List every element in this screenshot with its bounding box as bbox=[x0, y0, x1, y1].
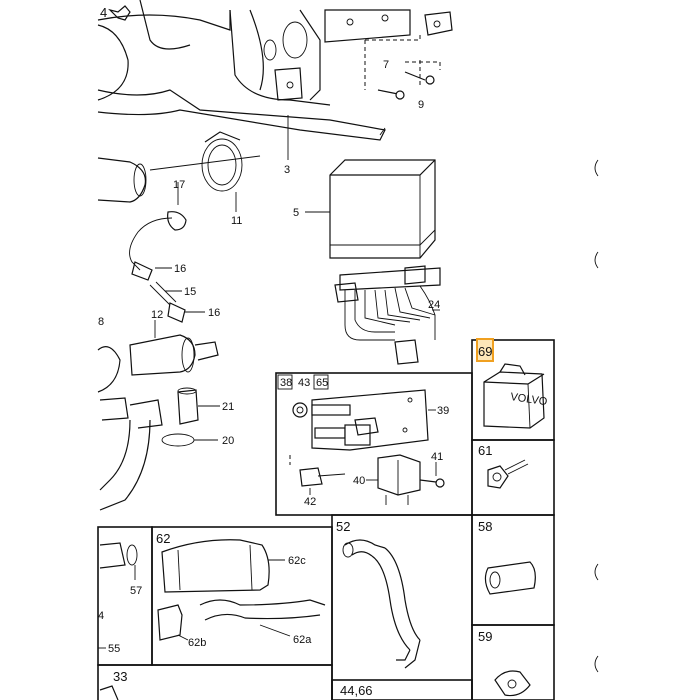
binding-mark bbox=[594, 563, 599, 581]
label-42: 42 bbox=[304, 496, 316, 508]
hose-52 bbox=[342, 539, 421, 669]
label-16a: 16 bbox=[174, 263, 186, 275]
box-59-frame bbox=[471, 624, 555, 700]
hose-and-clamp bbox=[99, 387, 220, 511]
highlight-69 bbox=[476, 338, 494, 362]
label-38: 38 bbox=[280, 377, 292, 389]
box-33-frame bbox=[97, 664, 333, 700]
screw-icon bbox=[108, 5, 131, 21]
fuel-pump-12 bbox=[97, 320, 219, 393]
label-9: 9 bbox=[418, 99, 424, 111]
volvo-print: VOLVO bbox=[510, 391, 549, 408]
highlight-69-bg bbox=[477, 339, 493, 361]
label-7: 7 bbox=[383, 59, 389, 71]
binding-mark bbox=[594, 655, 599, 673]
label-62a: 62a bbox=[293, 634, 312, 646]
cover-62c bbox=[161, 539, 285, 593]
label-15: 15 bbox=[184, 286, 196, 298]
nut-43 bbox=[292, 402, 308, 418]
pump-canister bbox=[97, 157, 147, 203]
screw-61 bbox=[487, 459, 529, 489]
label-11: 11 bbox=[231, 215, 242, 227]
label-24: 24 bbox=[428, 299, 440, 311]
clip-62b bbox=[157, 604, 189, 641]
label-55: 55 bbox=[108, 643, 120, 655]
label-62b: 62b bbox=[188, 637, 206, 649]
label-33: 33 bbox=[113, 669, 127, 684]
box-52-frame bbox=[331, 514, 473, 700]
label-16b: 16 bbox=[208, 307, 220, 319]
label-4b: 4 bbox=[98, 610, 104, 622]
label-3: 3 bbox=[284, 164, 290, 176]
label-57: 57 bbox=[130, 585, 142, 597]
label-4: 4 bbox=[100, 5, 107, 20]
label-40: 40 bbox=[353, 475, 365, 487]
box-4466-frame bbox=[331, 679, 473, 700]
label-52: 52 bbox=[336, 519, 350, 534]
label-59: 59 bbox=[478, 629, 492, 644]
wire-harness-24 bbox=[334, 265, 441, 365]
label-8-partial: 8 bbox=[98, 316, 104, 328]
label-43: 43 bbox=[298, 377, 310, 389]
label-39: 39 bbox=[437, 405, 449, 417]
label-17: 17 bbox=[173, 179, 185, 191]
screw-41 bbox=[419, 462, 445, 488]
label-62: 62 bbox=[156, 531, 170, 546]
label-65: 65 bbox=[316, 377, 328, 389]
label-20: 20 bbox=[222, 435, 234, 447]
circuit-board-39 bbox=[311, 389, 436, 451]
label-41: 41 bbox=[431, 451, 443, 463]
label-12: 12 bbox=[151, 309, 163, 321]
label-5: 5 bbox=[293, 207, 299, 219]
screw-42 bbox=[299, 467, 346, 495]
label-69: 69 bbox=[478, 344, 492, 359]
box-57-frame bbox=[97, 526, 153, 666]
binding-mark bbox=[594, 251, 599, 269]
volvo-box: VOLVO bbox=[483, 363, 549, 429]
ref-box-65 bbox=[313, 374, 329, 390]
clamp-ring-11 bbox=[149, 131, 261, 212]
bracket-assembly bbox=[97, 0, 453, 141]
control-unit-5 bbox=[305, 159, 436, 259]
label-21: 21 bbox=[222, 401, 234, 413]
label-62c: 62c bbox=[288, 555, 306, 567]
clip-59 bbox=[494, 670, 531, 697]
label-58: 58 bbox=[478, 519, 492, 534]
label-61: 61 bbox=[478, 443, 492, 458]
hose-62a bbox=[199, 599, 326, 637]
relay-40 bbox=[366, 454, 421, 505]
bushing-58 bbox=[484, 561, 536, 595]
sensor-cable-assembly bbox=[129, 182, 205, 323]
label-44-66: 44,66 bbox=[340, 683, 373, 698]
ref-box-38 bbox=[277, 374, 293, 390]
connector-57 bbox=[99, 542, 138, 580]
screw-7 bbox=[377, 89, 399, 95]
binding-mark bbox=[594, 159, 599, 177]
